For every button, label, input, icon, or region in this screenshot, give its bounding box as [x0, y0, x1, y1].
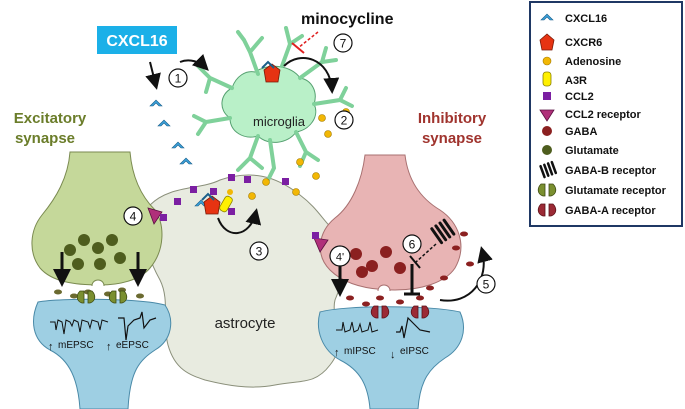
step-6: 6 [402, 234, 422, 254]
glutamate-release [54, 287, 144, 299]
eepsc-label: eEPSC [116, 340, 149, 351]
gabab-receptor [430, 218, 456, 245]
receptor-icon [539, 33, 555, 51]
triangle-icon [539, 109, 555, 122]
cxcl16-box-label: CXCL16 [106, 33, 167, 50]
svg-text:↑: ↑ [334, 347, 340, 359]
inhibitory-title-2: synapse [422, 130, 482, 147]
step-5: 5 [476, 274, 496, 294]
svg-text:↓: ↓ [390, 349, 396, 361]
svg-text:5: 5 [483, 278, 490, 292]
legend-label-gabab: GABA-B receptor [565, 165, 657, 177]
legend-label-gaba: GABA [565, 126, 597, 138]
gabab-icon [539, 160, 558, 179]
eipsc-trace [396, 316, 431, 339]
legend-label-adenosine: Adenosine [565, 56, 621, 68]
mipsc-label: mIPSC [344, 346, 376, 357]
mepsc-label: mEPSC [58, 340, 94, 351]
gaba-release [346, 231, 474, 307]
mepsc-trace [50, 319, 109, 335]
excitatory-title-2: synapse [15, 130, 75, 147]
svg-text:4': 4' [336, 252, 344, 264]
svg-text:3: 3 [256, 245, 263, 259]
svg-text:7: 7 [340, 37, 347, 51]
square-icon [543, 92, 551, 100]
legend-label-ccl2: CCL2 [565, 91, 594, 103]
step-7: 7 [333, 33, 353, 53]
svg-text:↑: ↑ [106, 341, 112, 353]
step-4-prime: 4' [329, 245, 351, 267]
legend-label-cxcl16: CXCL16 [565, 13, 607, 25]
step-2: 2 [334, 110, 354, 130]
step-3: 3 [249, 241, 269, 261]
cxcl16-box [97, 26, 177, 54]
legend: CXCL16 CXCR6 Adenosine A3R CCL2 CCL2 rec… [529, 1, 683, 227]
ccl2-squares [174, 174, 289, 215]
legend-label-cxcr6: CXCR6 [565, 37, 602, 49]
microglia-cell [192, 26, 354, 182]
legend-label-gabaa: GABA-A receptor [565, 205, 656, 217]
adenosine-dot-icon [542, 56, 552, 66]
astrocyte-cell [145, 174, 349, 388]
microglia-label: microglia [253, 114, 306, 129]
astrocyte-label: astrocyte [215, 315, 276, 332]
svg-text:↑: ↑ [48, 341, 54, 353]
svg-text:6: 6 [409, 238, 416, 252]
step-1: 1 [168, 68, 188, 88]
glutamate-dot-icon [542, 145, 552, 155]
gaba-dots [350, 246, 406, 278]
mipsc-trace [336, 321, 379, 333]
svg-text:1: 1 [175, 72, 182, 86]
minocycline-label: minocycline [301, 11, 394, 28]
excitatory-postsynaptic [33, 298, 172, 409]
ccl2-receptor-exc [147, 207, 163, 225]
yellow-receptor-icon [542, 71, 552, 87]
excitatory-title-1: Excitatory [14, 110, 87, 127]
gaba-dot-icon [542, 126, 552, 136]
inhibitory-title-1: Inhibitory [418, 110, 487, 127]
ccl2-receptor-inh [313, 237, 329, 253]
eepsc-trace [118, 311, 157, 341]
svg-text:4: 4 [130, 210, 137, 224]
step-4: 4 [123, 206, 143, 226]
legend-label-a3r: A3R [565, 75, 587, 87]
legend-label-ccl2-receptor: CCL2 receptor [565, 109, 642, 121]
eipsc-label: eIPSC [400, 346, 429, 357]
svg-text:2: 2 [341, 114, 348, 128]
legend-label-glutamate: Glutamate [565, 145, 619, 157]
glutamate-dots [64, 234, 126, 270]
legend-label-glu-receptor: Glutamate receptor [565, 185, 667, 197]
